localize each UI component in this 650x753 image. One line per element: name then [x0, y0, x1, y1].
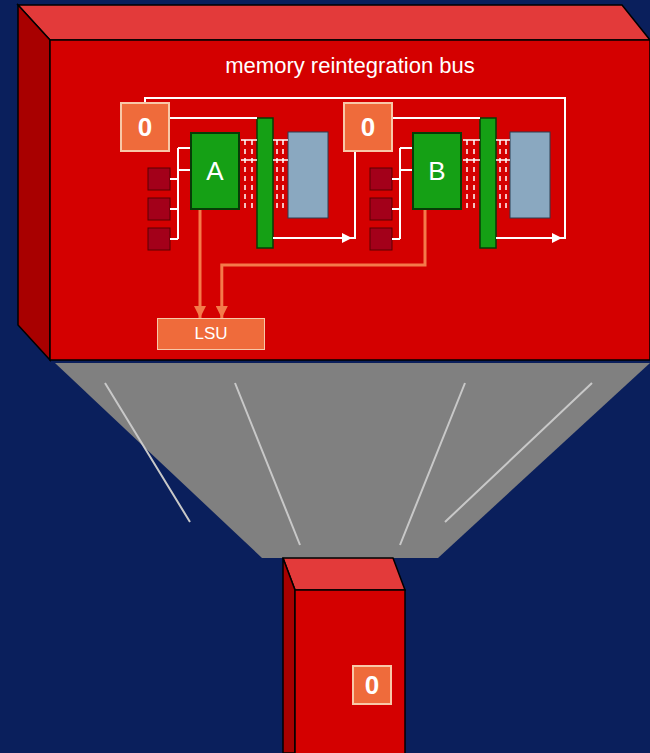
data-arrow: [199, 210, 202, 318]
dashed-link: [467, 140, 506, 208]
bus-wire: [170, 117, 257, 119]
node-label: A: [206, 157, 223, 186]
node-label: LSU: [194, 325, 227, 344]
unit-box: A: [190, 132, 240, 210]
register-wire: [170, 148, 190, 239]
register-wire: [392, 148, 412, 239]
pipeline-bar: [257, 118, 273, 248]
bus-wire: [393, 117, 480, 119]
loop-wire: [145, 98, 565, 238]
counter-box: 0: [352, 665, 392, 705]
box-front-face: [50, 40, 650, 360]
cube-side-face: [283, 558, 295, 753]
link-tick: [241, 140, 288, 160]
box-side-face: [18, 5, 50, 360]
dashed-link: [245, 140, 283, 208]
register-square: [370, 228, 392, 250]
pipeline-bar: [480, 118, 496, 248]
register-square: [148, 228, 170, 250]
unit-two: [145, 98, 565, 250]
register-square: [370, 168, 392, 190]
cube-front-face: [295, 590, 405, 753]
node-label: 0: [365, 671, 379, 700]
lsu-box: LSU: [157, 318, 265, 350]
unit-one: [148, 118, 355, 250]
node-label: B: [428, 157, 445, 186]
cube-top-face: [283, 558, 405, 590]
buffer-box: [288, 132, 328, 218]
projection-line: [105, 383, 592, 545]
link-tick: [463, 140, 510, 160]
memory-bus-box: memory reintegration bus 0A 0B LSU: [50, 40, 650, 360]
buffer-box: [510, 132, 550, 218]
data-arrow: [222, 210, 425, 318]
node-label: 0: [361, 113, 375, 142]
forward-wire: [273, 152, 355, 238]
register-square: [370, 198, 392, 220]
register-square: [148, 198, 170, 220]
box-top-face: [18, 5, 650, 40]
counter-box: 0: [120, 102, 170, 152]
wire-arrowhead: [552, 233, 562, 243]
wire-arrowhead: [342, 233, 352, 243]
node-label: 0: [138, 113, 152, 142]
zoom-projection: [55, 363, 650, 558]
register-square: [148, 168, 170, 190]
unit-box: B: [412, 132, 462, 210]
counter-box: 0: [343, 102, 393, 152]
bus-title: memory reintegration bus: [225, 54, 474, 78]
